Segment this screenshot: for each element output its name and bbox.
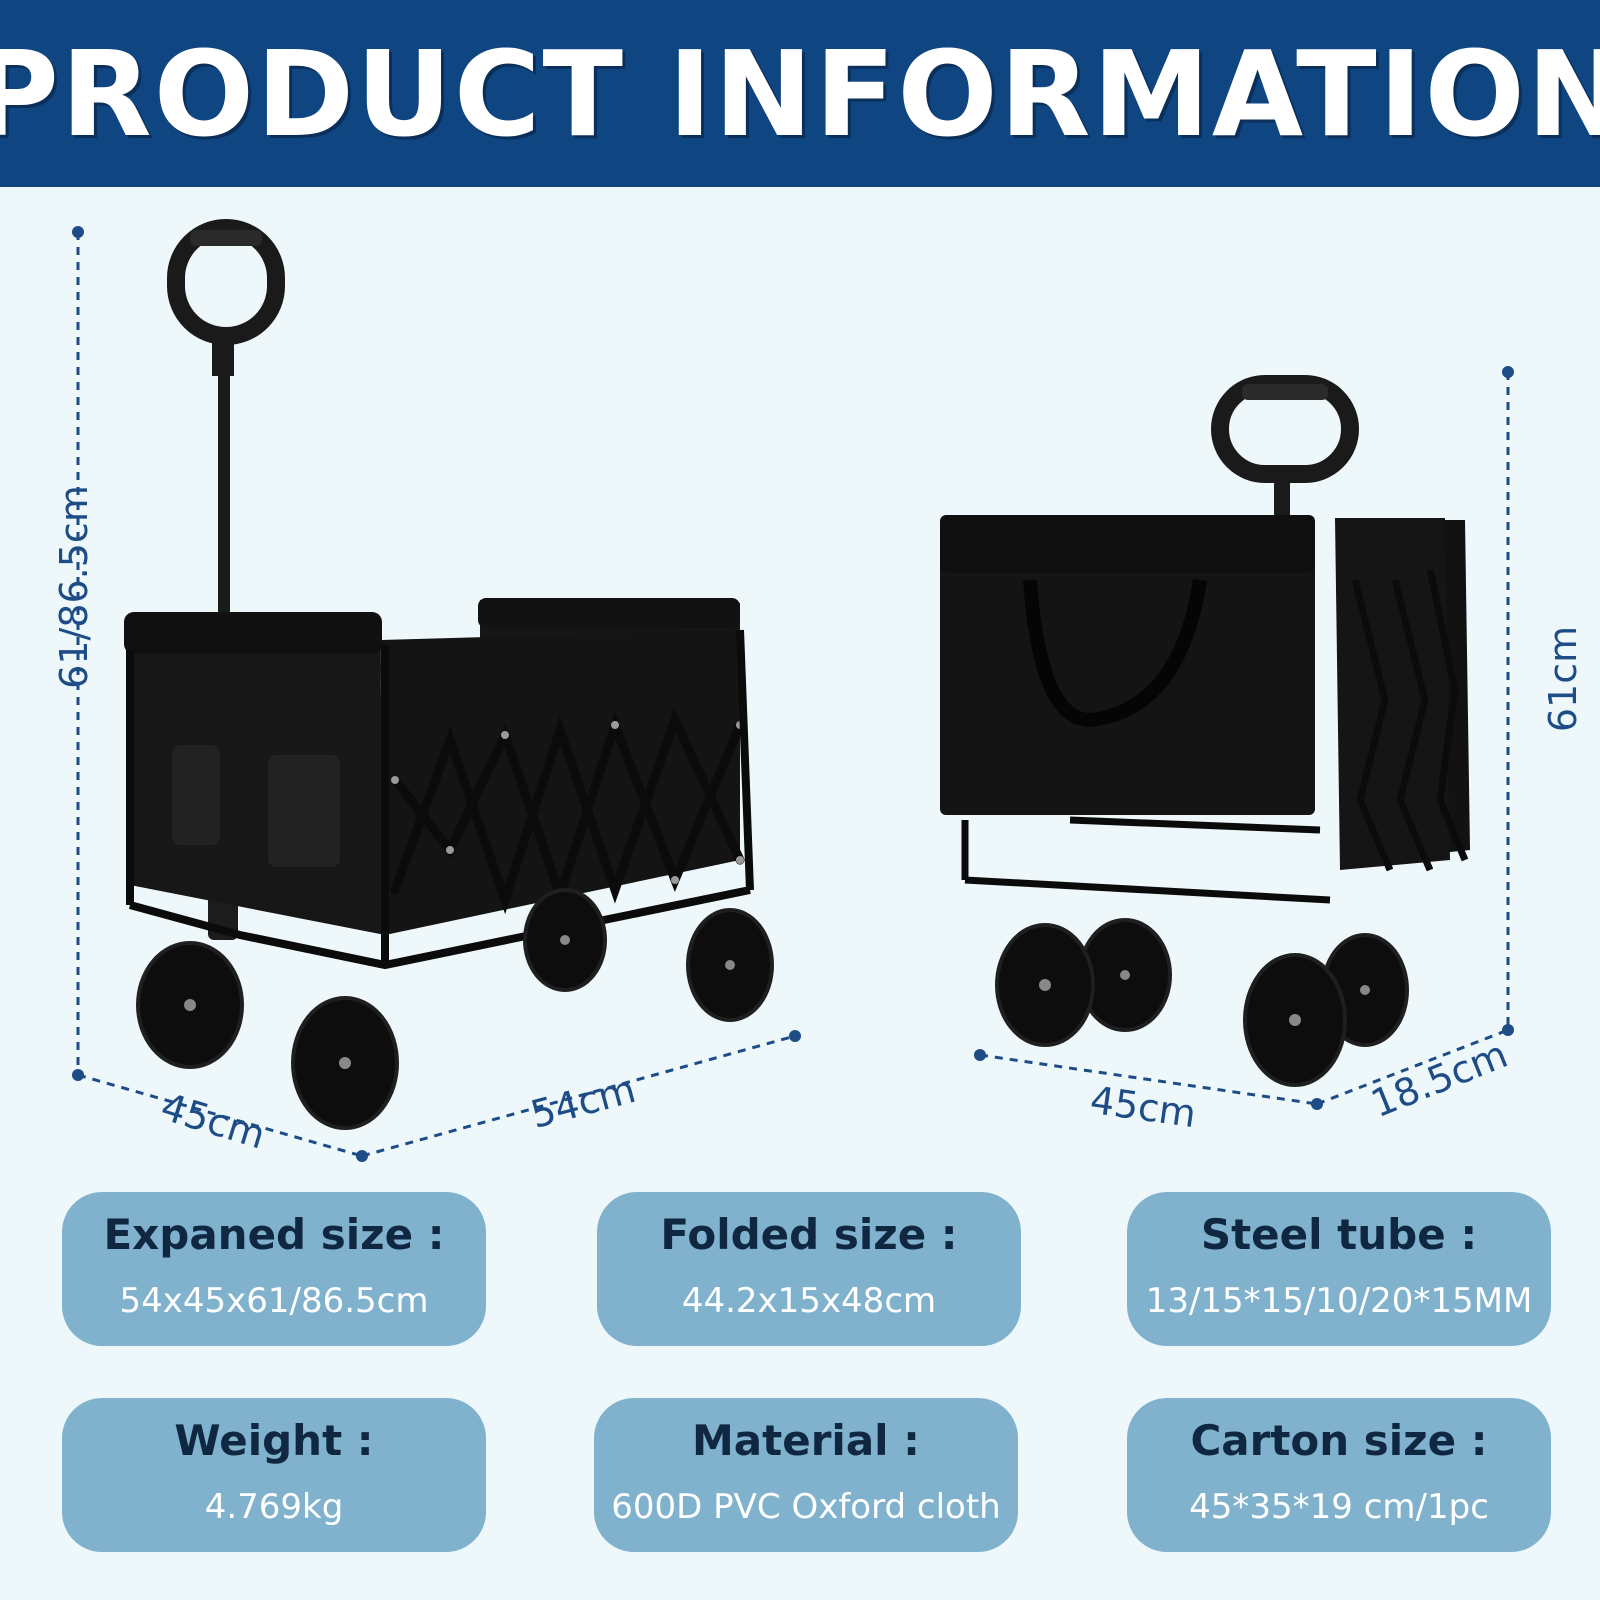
expanded-height-label: 61/86.5cm <box>51 485 96 689</box>
spec-value: 54x45x61/86.5cm <box>119 1281 429 1321</box>
spec-label: Material : <box>692 1416 920 1465</box>
expanded-wagon-image <box>124 219 774 1130</box>
spec-card-weight: Weight : 4.769kg <box>62 1398 486 1552</box>
spec-label: Folded size : <box>660 1210 958 1259</box>
spec-value: 13/15*15/10/20*15MM <box>1145 1281 1533 1321</box>
expanded-dimension-lines <box>76 232 796 1158</box>
folded-height-label: 61cm <box>1541 625 1586 733</box>
folded-wagon-image <box>940 375 1470 1087</box>
spec-label: Steel tube : <box>1200 1210 1478 1259</box>
spec-label: Weight : <box>174 1416 374 1465</box>
folded-dimension-dots <box>974 366 1514 1110</box>
spec-card-steel-tube: Steel tube : 13/15*15/10/20*15MM <box>1127 1192 1551 1346</box>
product-stage: 61/86.5cm 45cm 54cm 61cm 45cm 18.5cm <box>0 187 1600 1177</box>
spec-card-expanded-size: Expaned size : 54x45x61/86.5cm <box>62 1192 486 1346</box>
spec-card-folded-size: Folded size : 44.2x15x48cm <box>597 1192 1021 1346</box>
folded-dimension-lines <box>979 372 1510 1106</box>
spec-card-material: Material : 600D PVC Oxford cloth <box>594 1398 1018 1552</box>
spec-value: 45*35*19 cm/1pc <box>1189 1487 1489 1527</box>
spec-card-carton-size: Carton size : 45*35*19 cm/1pc <box>1127 1398 1551 1552</box>
spec-value: 4.769kg <box>204 1487 344 1527</box>
spec-value: 44.2x15x48cm <box>681 1281 937 1321</box>
header-banner: PRODUCT INFORMATION <box>0 0 1600 187</box>
spec-value: 600D PVC Oxford cloth <box>611 1487 1001 1527</box>
page-title: PRODUCT INFORMATION <box>0 24 1600 163</box>
spec-label: Carton size : <box>1190 1416 1488 1465</box>
product-illustration <box>72 219 1514 1162</box>
spec-label: Expaned size : <box>103 1210 445 1259</box>
expanded-dimension-dots <box>72 226 801 1162</box>
